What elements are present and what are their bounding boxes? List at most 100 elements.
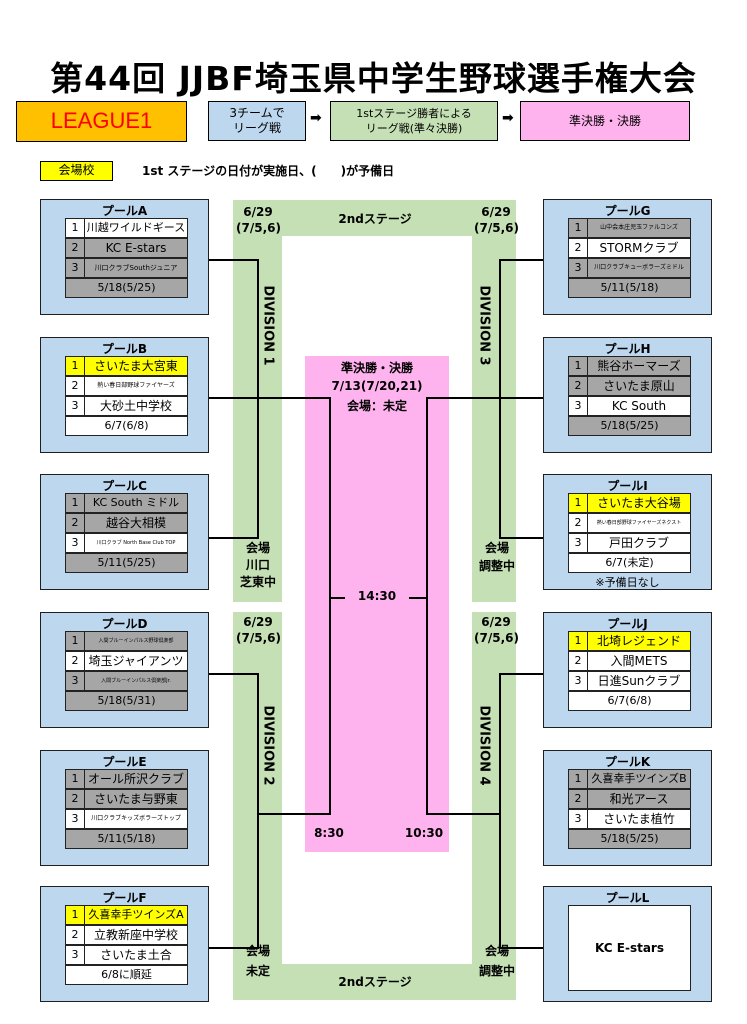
team-rank: 1: [569, 632, 588, 650]
pool-date: 5/18(5/31): [65, 691, 188, 711]
bracket-line: [499, 259, 543, 261]
division-3-date: 6/29 (7/5,6): [474, 205, 519, 235]
bracket-line: [208, 537, 259, 539]
pool-name: プールH: [604, 342, 651, 356]
team-rank: 2: [569, 239, 588, 257]
team-name: 立教新座中学校: [93, 928, 178, 942]
pool-date: 6/7(6/8): [65, 416, 188, 436]
team-name: 川口クラブキューボラーズミドル: [594, 264, 684, 271]
team-name: 川口クラブ North Base Club TOP: [96, 540, 176, 546]
division-2-venue: 未定: [245, 964, 270, 978]
bracket-line: [499, 673, 501, 949]
team-name: 入間ブルーインパルス倶楽部Jr.: [101, 678, 171, 684]
team-name: さいたま与野東: [94, 792, 178, 806]
pool-note: ※予備日なし: [595, 576, 660, 589]
bracket-line: [331, 597, 345, 599]
team-name: さいたま大谷場: [597, 496, 681, 510]
team-name: 和光アース: [609, 792, 669, 806]
team-name: さいたま植竹: [603, 812, 675, 826]
pool-name: プールG: [604, 204, 651, 218]
flow-step-final: 準決勝・決勝: [520, 101, 690, 141]
team-name: STORMクラブ: [599, 241, 679, 255]
bracket-line: [499, 537, 543, 539]
division-1-date: 6/29 (7/5,6): [236, 205, 281, 235]
pool-name: プールC: [102, 479, 147, 493]
league-badge: LEAGUE1: [16, 101, 187, 142]
pool-name: プールD: [101, 617, 148, 631]
team-rank: 1: [66, 219, 85, 237]
division-3-label: DIVISION 3: [476, 285, 492, 366]
bracket-line: [208, 397, 331, 399]
flow-step-quarterfinal: 1stステージ勝者による リーグ戦(準々決勝): [330, 101, 498, 141]
team-row: 1 さいたま大谷場: [568, 493, 691, 513]
pool-date: 5/18(5/25): [568, 416, 691, 436]
team-rank: 2: [569, 652, 588, 670]
team-rank: 3: [569, 672, 588, 690]
team-rank: 3: [569, 259, 588, 277]
bracket-line: [208, 673, 258, 675]
bracket-line: [499, 673, 543, 675]
team-rank: 1: [569, 219, 588, 237]
team-row: 2 さいたま与野東: [65, 789, 188, 809]
pool-name: プールL: [605, 891, 650, 905]
division-3-venue: 調整中: [478, 559, 515, 573]
team-rank: 1: [569, 494, 588, 512]
flow-step-league: 3チームで リーグ戦: [208, 101, 306, 141]
team-name: 熱い春日部野球ファイヤーズネクスト: [596, 520, 682, 526]
pool-date: 5/18(5/25): [568, 829, 691, 849]
team-rank: 3: [569, 397, 588, 415]
team-row: 3 日進Sunクラブ: [568, 671, 691, 691]
pool-date: 5/11(5/18): [568, 278, 691, 298]
bracket-line: [499, 947, 543, 949]
team-name: 川口クラブSouthジュニア: [94, 264, 178, 272]
pool-name: プールA: [101, 204, 148, 218]
pool-date: 6/7(6/8): [568, 691, 691, 711]
division-4-band: [472, 612, 516, 972]
stage2-label-bottom: 2ndステージ: [338, 975, 412, 989]
pool-date: 6/7(未定): [568, 553, 691, 573]
bracket-line: [499, 259, 501, 539]
pool-name: プールI: [607, 479, 648, 493]
team-row: 1 北埼レジェンド: [568, 631, 691, 651]
division-2-label: DIVISION 2: [260, 705, 276, 786]
team-name: 熱い春日部野球ファイヤーズ: [97, 382, 175, 389]
team-name: さいたま土合: [100, 948, 172, 962]
team-name: 埼玉ジャイアンツ: [88, 654, 184, 668]
team-name: 熊谷ホーマーズ: [597, 359, 681, 373]
page-title: 第44回 JJBF埼玉県中学生野球選手権大会: [50, 59, 697, 98]
bracket-line: [257, 259, 259, 539]
semifinal-time-right: 10:30: [404, 826, 444, 840]
team-name: 北埼レジェンド: [596, 634, 681, 648]
bracket-line: [258, 813, 331, 815]
team-name: 川越ワイルドギース: [86, 221, 186, 234]
team-name: KC E-stars: [568, 905, 691, 991]
team-rank: 2: [66, 790, 85, 808]
team-name: さいたま原山: [603, 379, 675, 393]
bracket-line: [409, 597, 426, 599]
division-1-venue: 川口 芝東中: [239, 558, 276, 589]
team-row: 3 川口クラブキューボラーズミドル: [568, 258, 691, 278]
team-rank: 2: [569, 514, 588, 532]
stage2-label-top: 2ndステージ: [338, 212, 412, 226]
final-date: 7/13(7/20,21): [331, 379, 423, 393]
team-row: 2 熱い春日部野球ファイヤーズネクスト: [568, 513, 691, 533]
team-name: 川口クラブキッズボラーズトップ: [91, 815, 181, 822]
team-name: 日進Sunクラブ: [597, 674, 681, 688]
division-1-venue-label: 会場: [245, 541, 270, 555]
